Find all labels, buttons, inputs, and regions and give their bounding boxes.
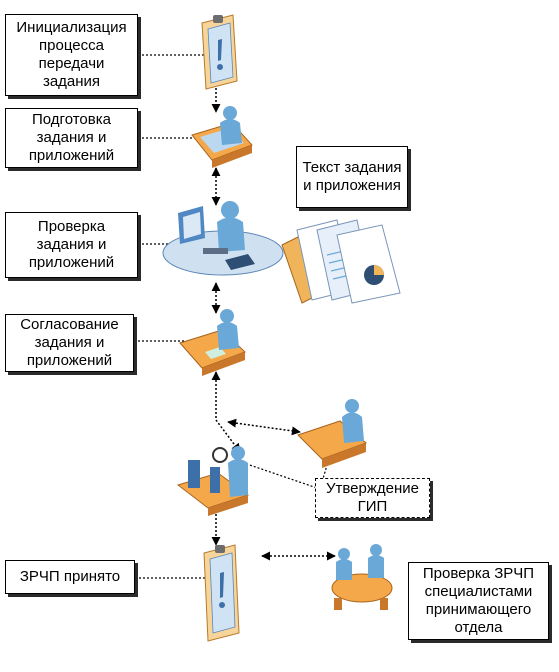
label-prep: Подготовка задания и приложений [5, 108, 138, 168]
approver-desk-icon [297, 399, 367, 468]
flow-arrows [211, 88, 336, 561]
label-agree: Согласование задания и приложений [5, 314, 134, 372]
person-at-desk-icon [191, 106, 253, 168]
clipboard-alert-icon [201, 14, 238, 90]
documents-stack-icon [281, 219, 401, 304]
label-text: Текст задания и приложения [296, 146, 408, 208]
computer-workstation-icon [162, 201, 284, 276]
label-init: Инициализация процесса передачи задания [5, 14, 138, 96]
approver-desk-icon [179, 309, 246, 376]
label-specialists: Проверка ЗРЧП специалистами принимающего… [408, 562, 549, 640]
research-station-icon [176, 446, 250, 516]
meeting-table-icon [331, 544, 393, 610]
label-check: Проверка задания и приложений [5, 212, 138, 278]
label-accepted: ЗРЧП принято [5, 560, 135, 594]
clipboard-alert-icon [203, 544, 240, 642]
label-approve: Утверждение ГИП [315, 478, 430, 518]
